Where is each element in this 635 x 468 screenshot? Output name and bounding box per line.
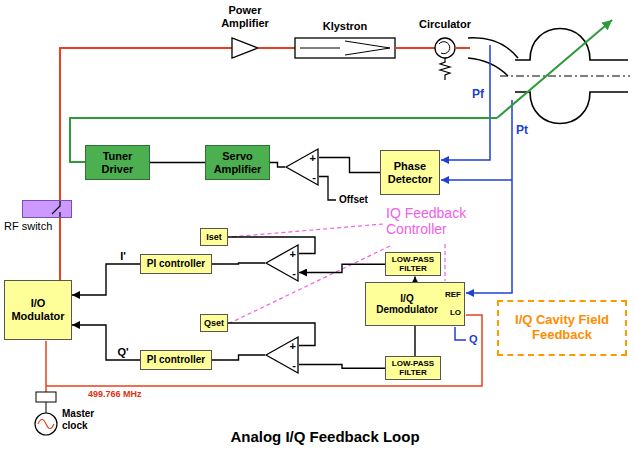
pickup-line: [466, 100, 512, 293]
signal-name: Pf: [472, 88, 484, 102]
tuner-arrow: [497, 20, 612, 118]
box-label: LOW-PASS FILTER: [388, 359, 438, 377]
component-label: Power Amplifier: [211, 4, 279, 29]
box-label: RF switch: [4, 220, 52, 233]
load-resistor: [440, 58, 450, 80]
rf-line: [395, 47, 435, 49]
amplifier-symbol: [232, 38, 258, 58]
box-label: +: [290, 340, 296, 352]
rf-line: [258, 47, 295, 49]
circulator-symbol: [435, 38, 455, 58]
signal-line: [72, 325, 140, 360]
klystron-symbol: [300, 48, 340, 49]
q-output-line: [455, 327, 466, 340]
control-line: [444, 244, 445, 281]
port-label: LO: [445, 308, 461, 317]
control-line: [230, 224, 383, 237]
filter-box: LOW-PASS FILTER: [385, 356, 441, 380]
waveguide: [468, 38, 518, 58]
signal-name: I': [120, 250, 126, 263]
box-label: Qset: [204, 318, 224, 328]
port-label: REF: [445, 290, 461, 299]
comparator-symbol: [266, 337, 298, 373]
signal-line: [319, 158, 380, 173]
signal-name: Offset: [339, 194, 368, 206]
signal-line: [228, 237, 315, 254]
klystron-symbol: [295, 38, 395, 58]
klystron-symbol: [345, 41, 390, 55]
box-label: PI controller: [147, 354, 205, 366]
box-label: Iset: [206, 232, 222, 242]
signal-line: [212, 263, 265, 264]
box-label: +: [310, 152, 316, 164]
box-label: Servo Amplifier: [209, 150, 266, 175]
switch-symbol: [23, 201, 71, 217]
clock-wire: [46, 402, 47, 413]
component-label: Circulator: [413, 18, 477, 31]
controller-box: PI controller: [140, 254, 212, 274]
circulator-symbol: [439, 42, 450, 54]
signal-line: [228, 323, 315, 346]
box-label: I/Q Demodulator: [369, 293, 445, 316]
signal-line: [212, 355, 265, 360]
comparator-triangle: +-: [265, 244, 299, 282]
setpoint-box: Qset: [200, 314, 228, 332]
box-label: Tuner Driver: [89, 150, 146, 175]
waveguide: [468, 58, 508, 76]
port-label: -: [292, 267, 296, 279]
comparator-triangle: +-: [265, 336, 299, 374]
comparator-symbol: [266, 245, 298, 281]
filter-box: LOW-PASS FILTER: [385, 252, 441, 276]
signal-line: [414, 326, 415, 356]
frequency-label: 499.766 MHz: [88, 389, 142, 399]
rf-line: [455, 47, 470, 49]
setpoint-box: Iset: [200, 228, 228, 246]
box-label: I/Q Cavity Field Feedback: [502, 313, 622, 343]
comparator-symbol: [286, 149, 318, 185]
beam-axis: [500, 76, 630, 77]
switch-symbol: [59, 212, 60, 217]
component-label: Klystron: [315, 20, 375, 33]
box-label: +: [290, 248, 296, 260]
pickup-line: [441, 179, 512, 181]
comparator-triangle: +-: [285, 148, 319, 186]
box-label: Phase Detector: [384, 160, 436, 185]
box-label: PI controller: [147, 258, 205, 270]
splitter-box: [36, 392, 56, 402]
port-label: -: [292, 359, 296, 371]
switch-symbol: [52, 201, 60, 214]
detector-box: Phase Detector: [380, 150, 440, 195]
amplifier-box: Servo Amplifier: [205, 145, 270, 180]
driver-box: Tuner Driver: [85, 145, 150, 180]
offset-line: [319, 177, 336, 201]
group-box: I/Q Cavity Field Feedback: [497, 300, 627, 356]
signal-line: [72, 264, 140, 295]
signal-line: [299, 264, 385, 272]
controller-label: IQ Feedback Controller: [386, 205, 486, 237]
signal-name: Q': [117, 346, 128, 359]
diagram-title: Analog I/Q Feedback Loop: [165, 428, 485, 445]
forward-power-line: [441, 45, 490, 160]
demodulator-box: I/Q DemodulatorREF LO: [365, 282, 465, 326]
modulator-box: I/O Modulator: [4, 280, 72, 340]
port-label: -: [312, 171, 316, 183]
rf-switch: RF switch: [22, 200, 72, 218]
clock-symbol: [35, 413, 57, 435]
signal-name: Q: [469, 333, 478, 346]
component-label: Master clock: [62, 408, 108, 431]
signal-line: [59, 218, 61, 280]
signal-line: [150, 162, 205, 163]
signal-name: Pt: [516, 124, 528, 138]
box-label: I/O Modulator: [8, 297, 68, 322]
signal-line: [299, 365, 385, 369]
clock-symbol: [38, 420, 54, 429]
reference-line: [45, 341, 47, 392]
signal-line: [270, 163, 285, 168]
box-label: LOW-PASS FILTER: [388, 255, 438, 273]
controller-box: PI controller: [140, 350, 212, 370]
